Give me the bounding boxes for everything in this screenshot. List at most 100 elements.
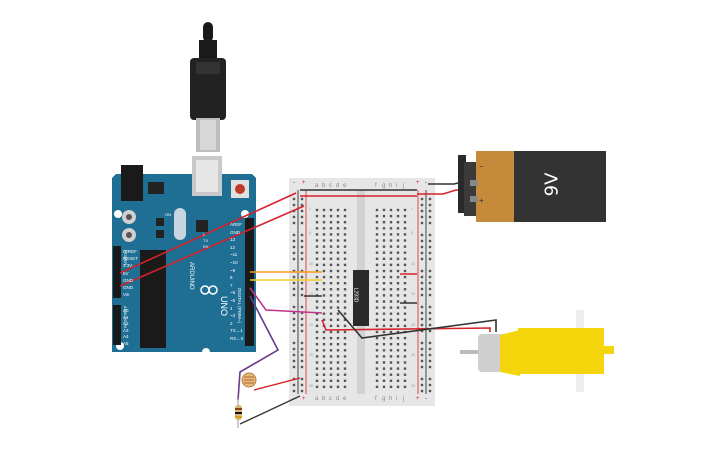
breadboard-row-number: 5 [411, 231, 413, 236]
digital-pin-label: ~3 [230, 313, 236, 319]
breadboard-column-letter: f [375, 396, 377, 402]
breadboard-column-letter: d [336, 183, 340, 189]
atmega-chip [140, 250, 166, 348]
breadboard-rail-sign: - [425, 180, 427, 186]
breadboard-row-number: 25 [309, 353, 313, 358]
digital-pin-label: 7 [230, 282, 233, 288]
usb-cable [190, 22, 226, 152]
digital-pin-label: ~5 [230, 298, 236, 303]
breadboard-column-letter: d [336, 396, 340, 402]
breadboard-column-letter: e [343, 396, 347, 402]
breadboard-row-number: 15 [411, 292, 415, 297]
breadboard-column-letter: i [396, 183, 398, 189]
power-pin-label: IOREF [123, 249, 137, 254]
digital-pin-label: RX←0 [230, 336, 244, 341]
breadboard-row-number: 10 [411, 261, 415, 266]
power-header [113, 246, 121, 298]
breadboard-row-number: 30 [309, 383, 313, 388]
wire-resistor-gnd [239, 395, 301, 425]
digital-pin-label: TX→1 [230, 328, 243, 334]
breadboard-column-letter: b [322, 183, 326, 189]
breadboard-column-letter: a [315, 396, 319, 402]
resistor [235, 398, 242, 428]
breadboard-row-number: 15 [309, 292, 313, 297]
breadboard-column-letter: g [382, 183, 386, 189]
arduino-model-label: UNO [219, 296, 229, 316]
breadboard-row-number: 25 [411, 353, 415, 358]
power-pin-label: Vin [123, 292, 130, 298]
wire-pin-8 [249, 287, 323, 314]
power-pin-label: RESET [123, 256, 139, 262]
wire-motor-negative [337, 309, 497, 339]
digital-pin-label: GND [230, 229, 240, 235]
digital-pin-label: 2 [230, 320, 233, 326]
power-pin-label: 3.3V [123, 263, 133, 269]
arduino-brand-label: ARDUINO [188, 262, 194, 290]
digital-header [245, 218, 254, 346]
breadboard-column-letter: g [382, 396, 386, 402]
arduino-board [112, 156, 256, 356]
breadboard-column-letter: a [315, 183, 319, 189]
digital-header-label: DIGITAL (PWM~) [237, 288, 242, 323]
breadboard-column-letter: b [322, 396, 326, 402]
digital-pin-label: 12 [230, 244, 236, 250]
wire-motor-positive [321, 319, 491, 332]
breadboard-row-number: 20 [411, 322, 415, 327]
l-led-label: L [203, 232, 206, 237]
wire-battery-negative [428, 182, 459, 185]
rx-led-label: RX [203, 244, 209, 249]
wire-ldr-vcc [253, 377, 301, 391]
breadboard-rail-sign: + [302, 396, 306, 402]
battery-label: 9V [541, 172, 563, 197]
breadboard-column-letter: c [329, 183, 332, 189]
breadboard-column-letter: j [403, 396, 405, 402]
analog-pin-label: A0 [123, 308, 129, 313]
breadboard-rail-sign: - [425, 396, 427, 402]
tx-led-label: TX [203, 238, 209, 243]
breadboard-column-letter: i [396, 396, 398, 402]
breadboard-column-letter: j [403, 183, 405, 189]
digital-pin-label: AREF [230, 222, 243, 227]
dc-gear-motor [460, 310, 614, 392]
digital-pin-label: ~6 [230, 290, 236, 296]
analog-pin-label: A3 [123, 327, 129, 333]
digital-pin-label: 13 [230, 237, 236, 243]
chip-label: L293D [352, 287, 359, 303]
breadboard-row-number: 1 [411, 207, 413, 211]
breadboard-row-number: 20 [309, 322, 313, 327]
digital-pin-label: ~11 [230, 252, 238, 258]
wires [119, 182, 497, 425]
breadboard-row-number: 1 [309, 207, 311, 211]
breadboard-row-number: 30 [411, 383, 415, 388]
analog-pin-label: A5 [123, 341, 129, 346]
digital-pin-label: ~9 [230, 267, 236, 273]
dc-jack [121, 165, 143, 201]
digital-pin-label: ~10 [230, 260, 238, 265]
battery-pos-sign: + [479, 196, 484, 205]
breadboard-rail-sign: - [293, 180, 295, 186]
breadboard-rail-sign: - [293, 396, 295, 402]
battery-9v [458, 151, 606, 222]
breadboard-column-letter: c [329, 396, 332, 402]
crystal [174, 208, 186, 240]
breadboard-column-letter: f [375, 183, 377, 189]
analog-pin-label: A1 [123, 314, 129, 320]
wire-analog [237, 295, 280, 401]
wire-5v [119, 192, 297, 274]
battery-neg-sign: − [479, 162, 484, 171]
breadboard-rail-sign: + [416, 180, 420, 186]
breadboard-row-number: 5 [309, 231, 311, 236]
power-pin-label: GND [123, 277, 133, 283]
analog-pin-label: A2 [123, 321, 129, 327]
wire-gnd-arduino [119, 205, 305, 287]
breadboard-column-letter: h [389, 183, 393, 189]
photoresistor [241, 372, 257, 388]
digital-pin-label: 8 [230, 275, 233, 281]
on-led-label: ON [165, 212, 171, 217]
power-pin-label: 5V [123, 270, 129, 276]
breadboard-row-number: 10 [309, 261, 313, 266]
l293d-chip [353, 270, 369, 326]
breadboard-column-letter: e [343, 183, 347, 189]
